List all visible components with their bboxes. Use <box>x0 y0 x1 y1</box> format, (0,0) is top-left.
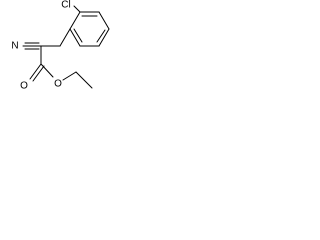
carbonyl-double-bond-2 <box>32 65 45 82</box>
ester-oxygen-to-ch2-bond <box>62 71 77 81</box>
benzene-ring <box>69 11 110 47</box>
ring-to-ch2-bond <box>59 28 71 47</box>
ring-bond-2 <box>98 11 110 30</box>
ethyl-ch2-ch3-bond <box>75 71 93 89</box>
carbonyl-to-ester-oxygen-bond <box>40 63 54 78</box>
carbonyl-oxygen-label: O <box>20 81 28 92</box>
ring-inner-double-bond-3 <box>73 28 83 43</box>
aryl-chlorine-bond <box>73 5 81 13</box>
ethyl-2-cyano-3-(2-chlorophenyl)propanoate-structure: Cl N O O <box>11 0 110 92</box>
ring-bond-5 <box>69 28 81 47</box>
ring-inner-double-bond-2 <box>96 29 106 43</box>
ring-bond-3 <box>98 28 110 47</box>
nitrile-nitrogen-label: N <box>11 41 18 52</box>
carbonyl-double-bond-1 <box>29 63 42 80</box>
ester-oxygen-label: O <box>54 79 62 90</box>
ring-bond-6 <box>69 11 81 30</box>
chlorine-label: Cl <box>61 0 70 11</box>
